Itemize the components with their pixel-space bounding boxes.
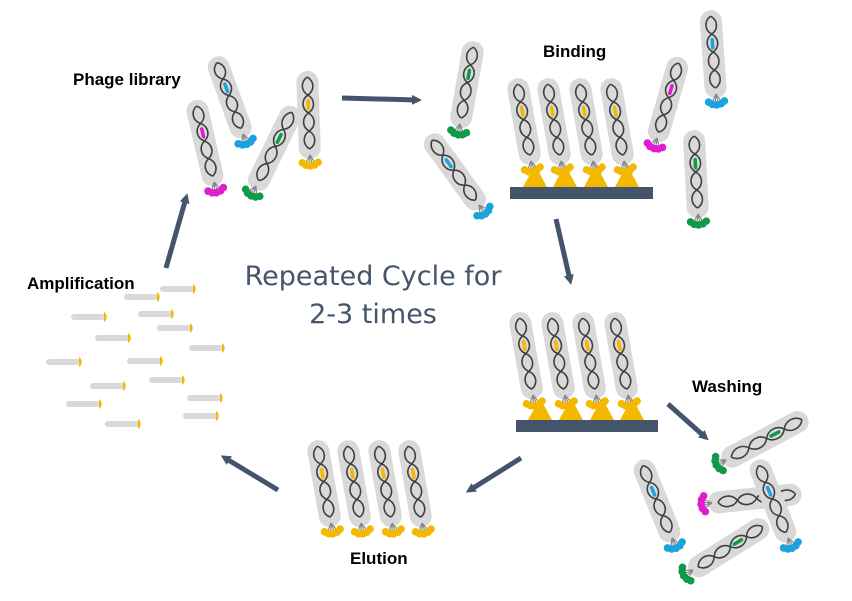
amplified-phage-14 [183,411,219,421]
arrow-binding-to-washing [553,218,574,285]
washed-phage-blue [633,459,686,553]
amplified-phage-13 [66,399,102,409]
phage-tip [617,394,641,410]
amplified-phage-4 [138,309,174,319]
phage-tip [381,522,405,538]
phage-tip [711,452,727,475]
elution-label: Elution [350,549,408,568]
phage-tip [411,522,435,538]
phage-tip [613,160,637,176]
washing-bound-phage-2 [541,312,578,410]
phage-tip [585,394,609,410]
washed-phage-green [711,410,809,475]
binding-free-phage-blue [423,133,494,220]
arrow-washing-to-release [666,402,709,441]
amplified-phages [46,284,225,429]
washed-phage-green-2 [678,518,770,585]
phage-tip [643,137,667,153]
phage-tip [550,160,574,176]
phage-tip [697,492,713,516]
amplified-phage-1 [124,292,160,302]
phage-tip [686,213,711,229]
binding-bound-phage-2 [537,78,574,176]
amplified-phage-10 [149,375,185,385]
washing-bound-phage-3 [572,312,609,410]
binding-bound-phage-4 [600,78,637,176]
library-phage-yellow [296,71,322,170]
washing-bound-phage-4 [604,312,641,410]
phage-tip [241,185,264,201]
center-title-line-2: 2-3 times [309,299,437,330]
phage-tip [320,522,344,538]
binding-free-phage-green [447,41,484,139]
library-phage-green [241,105,301,201]
amplified-phage-8 [46,357,82,367]
elution-phage-4 [398,440,435,538]
phage-tip [704,93,729,109]
phage-tip [298,154,322,170]
phage-tip [473,202,494,220]
amplified-phage-11 [90,381,126,391]
phage-tip [779,537,802,553]
phage-library-label: Phage library [73,70,181,89]
amplified-phage-12 [187,393,223,403]
amplified-phage-2 [160,284,196,294]
phage-tip [678,563,695,585]
phage-tip [350,522,374,538]
phage-tip [204,181,228,197]
binding-free-phage-magenta [643,56,689,153]
phage-tip [234,133,257,149]
binding-free-phage-blue-2 [699,10,729,109]
binding-label: Binding [543,42,607,61]
phage-tip [447,123,471,139]
arrow-amplification-to-library [163,193,190,269]
library-phage-magenta [186,99,228,197]
elution-phage-2 [337,440,374,538]
arrow-elution-to-amplification [220,455,280,493]
elution-phage-1 [307,440,344,538]
amplification-label: Amplification [27,274,135,293]
washing-label: Washing [692,377,763,396]
phage-tip [663,537,686,553]
binding-plate [510,165,653,199]
center-title: Repeated Cycle for 2-3 times [228,258,518,334]
phage-tip [522,394,546,410]
washed-phage-blue-2 [749,459,802,553]
amplified-phage-15 [105,419,141,429]
amplified-phage-9 [127,356,163,366]
center-title-line-1: Repeated Cycle for [244,261,502,292]
amplified-phage-7 [189,343,225,353]
amplified-phage-5 [157,323,193,333]
binding-bound-phage-3 [569,78,606,176]
binding-bound-phage-1 [507,78,544,176]
amplified-phage-3 [71,312,107,322]
amplified-phage-6 [95,333,131,343]
washing-bound-phage-1 [509,312,546,410]
binding-free-phage-green-2 [683,130,711,229]
phage-particles [186,10,809,585]
arrow-library-to-binding [341,94,422,105]
phage-tip [520,160,544,176]
phage-tip [554,394,578,410]
phage-tip [582,160,606,176]
elution-phage-3 [368,440,405,538]
library-phage-blue [207,56,257,149]
cycle-arrows [163,94,709,493]
arrow-washing-to-elution [465,455,523,493]
